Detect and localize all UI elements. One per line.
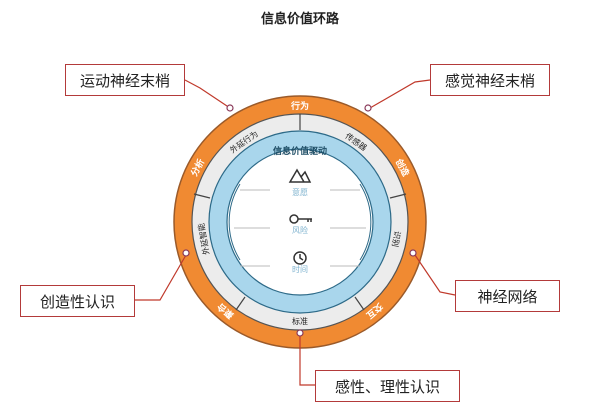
outer-label: 行为 [290, 100, 309, 112]
ring-dividers [193, 114, 407, 311]
core-heading: 信息价值驱动 [273, 145, 327, 157]
inner-label: 识别 [390, 230, 402, 247]
callout-perceptual-rational: 感性、理性认识 [315, 370, 460, 402]
mountain-icon [288, 168, 312, 183]
key-icon [289, 214, 312, 224]
callout-creative-cognition: 创造性认识 [20, 285, 135, 317]
inner-label: 标准 [292, 316, 308, 326]
callout-neural-network: 神经网络 [455, 280, 560, 312]
connector-lines [135, 79, 456, 386]
core-item: 风险 [292, 225, 308, 235]
anchor-points [182, 104, 417, 337]
arc-left [228, 183, 241, 261]
callout-motor-nerve: 运动神经末梢 [65, 64, 185, 96]
arc-right [359, 183, 372, 261]
core-circle [226, 148, 374, 296]
core-item: 时间 [292, 264, 308, 274]
callout-sensory-nerve: 感觉神经末梢 [430, 64, 550, 96]
clock-icon [293, 251, 307, 265]
core-grid-lines [234, 189, 366, 267]
diagram-title: 信息价值环路 [260, 12, 339, 27]
core-item: 意愿 [292, 187, 308, 197]
